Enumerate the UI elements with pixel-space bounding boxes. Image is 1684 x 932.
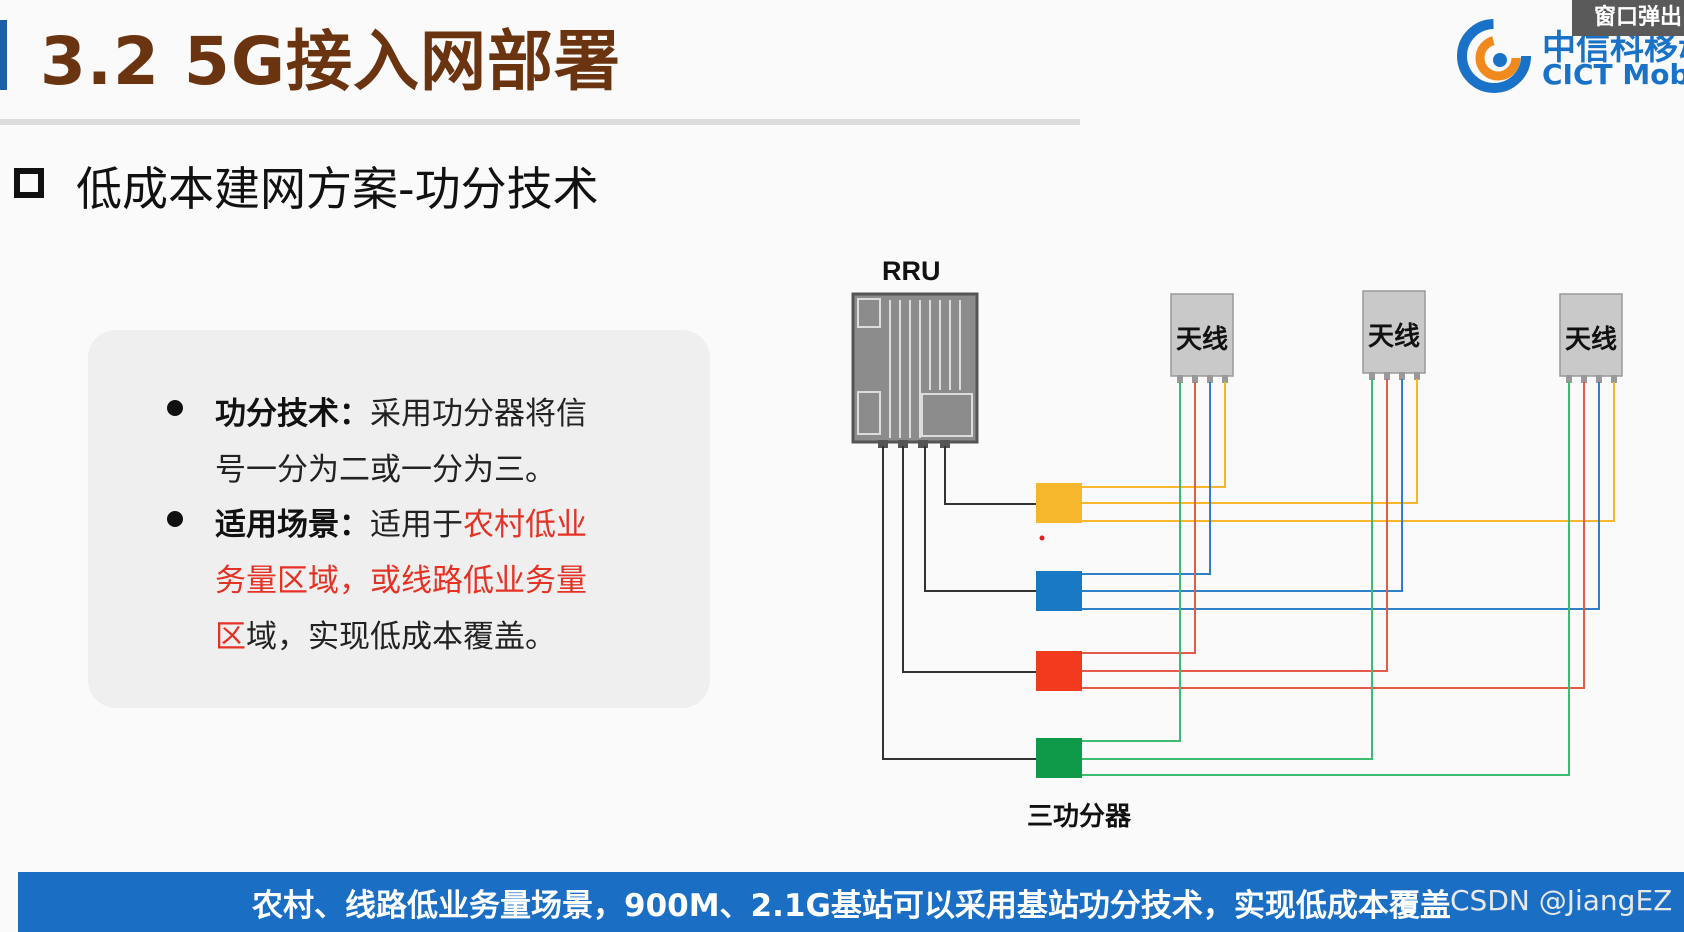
logo-text-english: CICT Mobile bbox=[1542, 58, 1684, 91]
description-card bbox=[88, 330, 710, 708]
antenna-1-icon bbox=[1170, 293, 1234, 383]
window-popup-button[interactable]: 窗口弹出 bbox=[1572, 0, 1684, 36]
bullet-dot-icon bbox=[167, 400, 183, 416]
antenna-1-label: 天线 bbox=[1176, 325, 1228, 355]
red-feed-lines bbox=[1080, 379, 1585, 689]
bullet2-line3: 区域，实现低成本覆盖。 bbox=[215, 619, 556, 655]
splitter-blue bbox=[1036, 571, 1082, 611]
bullet1-line2: 号一分为二或一分为三。 bbox=[215, 452, 556, 488]
watermark-text: CSDN @JiangEZ bbox=[1450, 884, 1673, 917]
bullet1-term: 功分技术 bbox=[215, 396, 339, 432]
title-accent-bar bbox=[0, 20, 7, 90]
bullet-dot-icon bbox=[167, 511, 183, 527]
rru-unit-icon bbox=[851, 292, 979, 448]
rru-feed-lines bbox=[882, 446, 1038, 760]
page-title: 3.2 5G接入网部署 bbox=[40, 23, 621, 100]
red-dot-marker bbox=[1039, 535, 1045, 541]
bullet1-line1: 功分技术：采用功分器将信 bbox=[215, 396, 587, 432]
splitter-red bbox=[1036, 651, 1082, 691]
antenna-3-label: 天线 bbox=[1565, 325, 1617, 355]
logo-swirl-icon bbox=[1457, 19, 1531, 93]
green-feed-lines bbox=[1080, 379, 1570, 776]
splitter-yellow bbox=[1036, 483, 1082, 523]
footer-banner bbox=[18, 872, 1684, 932]
title-divider bbox=[0, 119, 1080, 125]
splitter-green bbox=[1036, 738, 1082, 778]
subtitle-checkbox-icon bbox=[14, 168, 44, 198]
antenna-2-icon bbox=[1362, 290, 1426, 380]
section-subtitle: 低成本建网方案-功分技术 bbox=[76, 162, 599, 216]
bullet2-line2: 务量区域，或线路低业务量 bbox=[215, 563, 587, 599]
footer-text: 农村、线路低业务量场景，900M、2.1G基站可以采用基站功分技术，实现低成本覆… bbox=[252, 888, 1451, 924]
blue-feed-lines bbox=[1080, 379, 1600, 610]
rru-label: RRU bbox=[882, 256, 941, 286]
splitter-label: 三功分器 bbox=[1027, 802, 1132, 832]
yellow-feed-lines bbox=[1080, 379, 1615, 522]
bullet2-term: 适用场景 bbox=[215, 507, 339, 543]
antenna-2-label: 天线 bbox=[1368, 322, 1420, 352]
bullet2-line1: 适用场景：适用于农村低业 bbox=[215, 507, 587, 543]
antenna-3-icon bbox=[1559, 293, 1623, 383]
